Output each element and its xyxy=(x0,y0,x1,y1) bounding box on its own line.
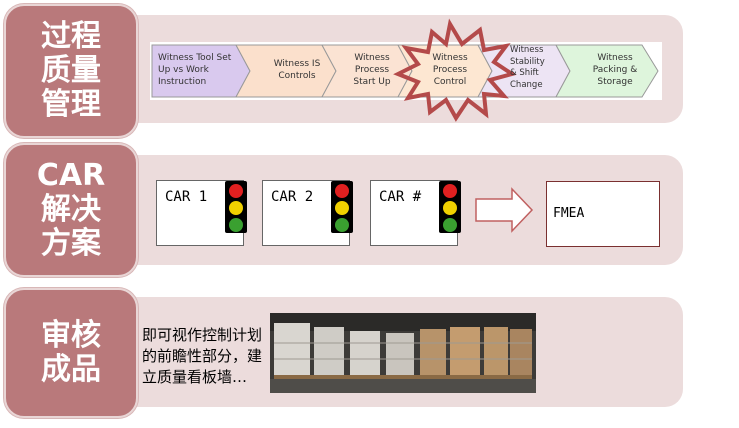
traffic-light-icon xyxy=(331,181,353,233)
highlight-burst xyxy=(393,18,517,122)
traffic-light-icon xyxy=(439,181,461,233)
section-label-process-quality: 过程 质量 管理 xyxy=(4,4,138,138)
arrow-right-icon xyxy=(475,187,534,233)
section-label-car-solution: CAR 解决 方案 xyxy=(4,143,138,277)
car-card-label: CAR 2 xyxy=(271,189,314,205)
step-label-tool-setup: Witness Tool Set Up vs Work Instruction xyxy=(158,53,232,87)
fmea-box: FMEA xyxy=(546,181,660,247)
step-label-packing-storage: Witness Packing & Storage xyxy=(592,53,638,87)
step-label-stability-shift: Witness Stability & Shift Change xyxy=(510,45,545,90)
car-card-label: CAR # xyxy=(379,189,422,205)
traffic-light-icon xyxy=(225,181,247,233)
step-label-process-control: Witness Process Control xyxy=(432,53,468,87)
warehouse-photo xyxy=(270,313,536,393)
step-label-is-controls: Witness IS Controls xyxy=(273,59,321,81)
audit-description: 即可视作控制计划的前瞻性部分，建立质量看板墙… xyxy=(142,326,263,386)
car-card-label: CAR 1 xyxy=(165,189,208,205)
section-label-audit-product: 审核 成品 xyxy=(4,288,138,418)
chevron-step-6 xyxy=(555,44,659,98)
step-label-process-startup: Witness Process Start Up xyxy=(353,53,391,87)
fmea-label: FMEA xyxy=(553,206,585,221)
